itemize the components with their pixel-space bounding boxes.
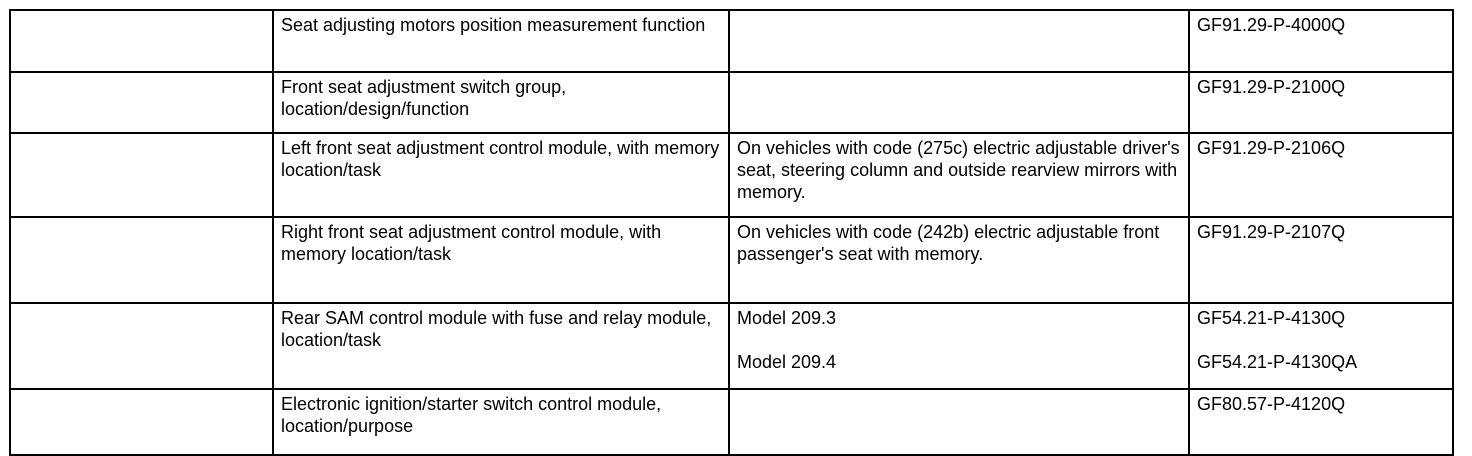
cell-notes (728, 388, 1190, 456)
cell-reference (9, 388, 274, 456)
cell-reference (9, 216, 274, 304)
table-body: Seat adjusting motors position measureme… (9, 9, 1454, 456)
description-text: Left front seat adjustment control modul… (281, 138, 720, 180)
table-row: Rear SAM control module with fuse and re… (9, 302, 1454, 390)
cell-notes: Model 209.3 Model 209.4 (728, 302, 1190, 390)
service-documentation-table: Seat adjusting motors position measureme… (9, 9, 1454, 456)
description-text: Electronic ignition/starter switch contr… (281, 394, 662, 436)
cell-document-id: GF54.21-P-4130Q GF54.21-P-4130QA (1188, 302, 1454, 390)
document-id-text-primary: GF54.21-P-4130Q (1197, 308, 1346, 328)
document-page: Seat adjusting motors position measureme… (9, 9, 1454, 456)
cell-description: Electronic ignition/starter switch contr… (272, 388, 730, 456)
document-id-text: GF91.29-P-4000Q (1197, 15, 1346, 35)
notes-text-secondary: Model 209.4 (737, 352, 837, 372)
cell-document-id: GF91.29-P-2106Q (1188, 132, 1454, 218)
description-text: Front seat adjustment switch group, loca… (281, 77, 567, 119)
cell-reference (9, 132, 274, 218)
document-id-text: GF91.29-P-2100Q (1197, 77, 1346, 97)
table-row: Electronic ignition/starter switch contr… (9, 388, 1454, 456)
cell-reference (9, 9, 274, 73)
cell-reference (9, 302, 274, 390)
description-text: Seat adjusting motors position measureme… (281, 15, 706, 35)
cell-description: Right front seat adjustment control modu… (272, 216, 730, 304)
cell-description: Left front seat adjustment control modul… (272, 132, 730, 218)
cell-document-id: GF91.29-P-4000Q (1188, 9, 1454, 73)
cell-description: Front seat adjustment switch group, loca… (272, 71, 730, 134)
table-row: Front seat adjustment switch group, loca… (9, 71, 1454, 134)
cell-document-id: GF80.57-P-4120Q (1188, 388, 1454, 456)
cell-document-id: GF91.29-P-2100Q (1188, 71, 1454, 134)
table-row: Right front seat adjustment control modu… (9, 216, 1454, 304)
cell-description: Rear SAM control module with fuse and re… (272, 302, 730, 390)
description-text: Rear SAM control module with fuse and re… (281, 308, 712, 350)
cell-notes: On vehicles with code (242b) electric ad… (728, 216, 1190, 304)
cell-description: Seat adjusting motors position measureme… (272, 9, 730, 73)
document-id-text-secondary: GF54.21-P-4130QA (1197, 352, 1358, 372)
cell-document-id: GF91.29-P-2107Q (1188, 216, 1454, 304)
cell-notes (728, 9, 1190, 73)
description-text: Right front seat adjustment control modu… (281, 222, 662, 264)
cell-notes (728, 71, 1190, 134)
notes-text: On vehicles with code (275c) electric ad… (737, 138, 1180, 202)
document-id-text: GF91.29-P-2106Q (1197, 138, 1346, 158)
cell-notes: On vehicles with code (275c) electric ad… (728, 132, 1190, 218)
notes-text: On vehicles with code (242b) electric ad… (737, 222, 1160, 264)
document-id-text: GF91.29-P-2107Q (1197, 222, 1346, 242)
table-row: Seat adjusting motors position measureme… (9, 9, 1454, 73)
table-row: Left front seat adjustment control modul… (9, 132, 1454, 218)
notes-text-primary: Model 209.3 (737, 308, 837, 328)
document-id-text: GF80.57-P-4120Q (1197, 394, 1346, 414)
cell-reference (9, 71, 274, 134)
